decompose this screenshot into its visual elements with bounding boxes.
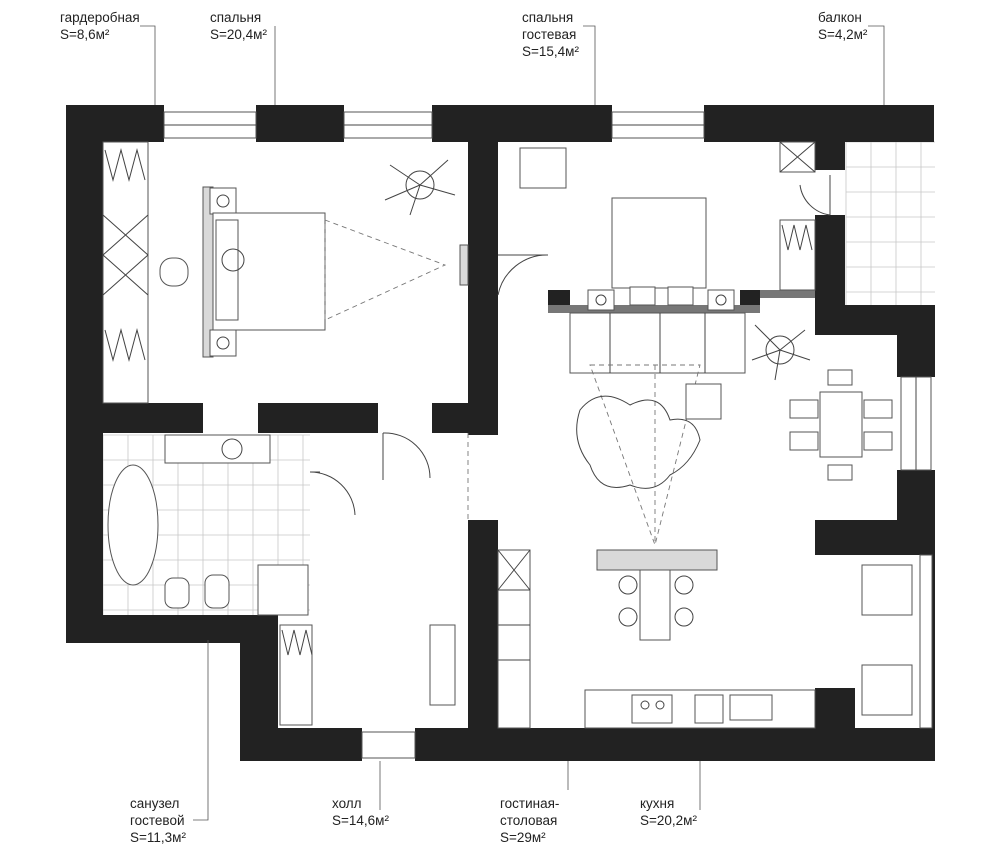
- plant-icon: [751, 324, 811, 381]
- svg-text:кухня: кухня: [640, 796, 674, 811]
- label-leaders: [140, 25, 885, 821]
- living-room-furniture: [569, 312, 746, 641]
- svg-text:S=20,4м²: S=20,4м²: [210, 27, 267, 42]
- label-kitchen: кухня S=20,2м²: [640, 796, 697, 828]
- label-guest-bedroom: спальня гостевая S=15,4м²: [522, 10, 579, 59]
- svg-text:S=20,2м²: S=20,2м²: [640, 813, 697, 828]
- svg-text:S=8,6м²: S=8,6м²: [60, 27, 110, 42]
- svg-text:гостиная-: гостиная-: [500, 796, 559, 811]
- svg-text:S=29м²: S=29м²: [500, 830, 546, 845]
- svg-text:холл: холл: [332, 796, 362, 811]
- svg-text:спальня: спальня: [522, 10, 573, 25]
- svg-text:санузел: санузел: [130, 796, 179, 811]
- label-bedroom: спальня S=20,4м²: [210, 10, 267, 42]
- doors: [309, 175, 831, 516]
- guest-bedroom-furniture: [519, 141, 816, 311]
- windows: [163, 111, 933, 759]
- svg-text:гостевой: гостевой: [130, 813, 185, 828]
- bedroom-bed: [159, 186, 469, 358]
- kitchen-furniture: [497, 549, 913, 729]
- svg-text:столовая: столовая: [500, 813, 557, 828]
- hall-furniture: [429, 433, 469, 706]
- label-hall: холл S=14,6м²: [332, 796, 389, 828]
- label-balcony: балкон S=4,2м²: [818, 10, 868, 42]
- bathroom-fixtures: [107, 434, 313, 726]
- label-wardrobe: гардеробная S=8,6м²: [60, 10, 140, 42]
- svg-text:спальня: спальня: [210, 10, 261, 25]
- plant-icon: [384, 159, 456, 216]
- svg-text:балкон: балкон: [818, 10, 862, 25]
- label-living-dining: гостиная- столовая S=29м²: [500, 796, 559, 845]
- svg-text:гостевая: гостевая: [522, 27, 576, 42]
- svg-text:S=15,4м²: S=15,4м²: [522, 44, 579, 59]
- svg-text:гардеробная: гардеробная: [60, 10, 140, 25]
- bedroom-wardrobe: [102, 141, 149, 404]
- balcony-tiles: [845, 141, 935, 305]
- label-guest-bathroom: санузел гостевой S=11,3м²: [130, 796, 186, 845]
- dining-table: [789, 369, 893, 481]
- svg-text:S=14,6м²: S=14,6м²: [332, 813, 389, 828]
- svg-text:S=11,3м²: S=11,3м²: [130, 830, 186, 845]
- svg-text:S=4,2м²: S=4,2м²: [818, 27, 868, 42]
